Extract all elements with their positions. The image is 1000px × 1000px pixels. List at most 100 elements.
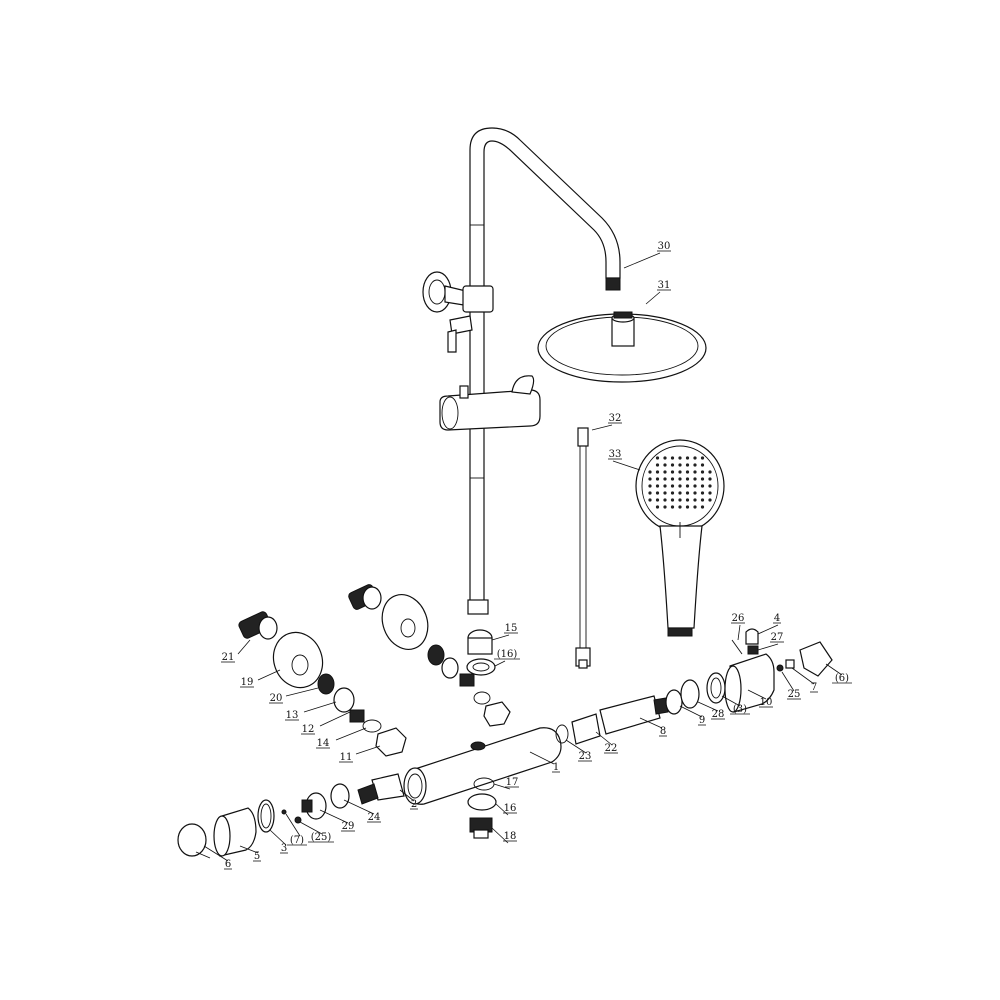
part-label-p10: 10 [760,697,773,708]
leader-line [355,745,381,755]
nozzle-dot [700,456,705,460]
nozzle-dot [693,470,697,474]
part-label-p11: 11 [340,752,353,763]
part-label-p2: 2 [411,799,417,810]
part-label-p25b: (25) [311,832,332,843]
part-label-p29: 29 [342,821,355,832]
nozzle-dot [685,498,690,502]
part-label-p5: 5 [254,851,260,862]
leader-line [257,669,281,681]
nozzle-dot [663,491,667,495]
nozzle-dot [678,477,682,481]
leader-line [319,711,351,727]
leader-line [737,624,741,641]
part-label-p21: 21 [222,652,235,663]
leader-line [595,731,613,746]
part-label-p6: 6 [225,859,231,870]
nozzle-dot [670,491,675,495]
part-label-p24: 24 [368,812,381,823]
part-label-p28: 28 [712,709,725,720]
leader-line [645,291,661,305]
part-label-p19: 19 [241,677,254,688]
part-label-p16: 16 [504,803,517,814]
nozzle-dot [648,491,652,495]
nozzle-dot [678,456,682,460]
nozzle-dot [678,491,682,495]
leader-line [491,827,509,844]
nozzle-dot [663,484,667,488]
part-label-p33: 33 [609,449,622,460]
nozzle-dot [685,477,690,481]
overhead-shower-head [537,311,707,383]
nozzle-dot [648,484,652,488]
part-label-p25: 25 [788,689,801,700]
leader-line [721,695,741,707]
part-label-p26: 26 [732,613,745,624]
nozzle-dot [693,484,697,488]
nozzle-dot [693,463,697,467]
part-labels: 3031323315(16)21192013121411117161822429… [203,241,852,870]
valve-body [403,727,562,805]
nozzle-dot [685,491,690,495]
nozzle-dot [670,470,675,474]
slide-holder [439,375,541,431]
part-label-p30: 30 [658,241,671,252]
nozzle-dot [648,498,652,502]
nozzle-dot [663,470,667,474]
nozzle-dot [700,491,705,495]
leader-line [791,667,815,685]
shower-hose [575,427,591,669]
leader-line [399,789,415,802]
part-label-p18: 18 [504,831,517,842]
part-label-p8: 8 [660,726,666,737]
leader-line [239,845,259,854]
leader-line [343,799,375,815]
leader-line [237,639,251,655]
nozzle-dot [700,470,705,474]
leader-line [565,739,587,754]
leader-line [623,252,661,269]
nozzle-dot [685,470,690,474]
nozzle-dot [700,498,705,502]
leader-line [639,717,663,729]
part-label-p13: 13 [286,710,299,721]
part-label-p4: 4 [774,613,780,624]
leader-line [591,424,613,431]
nozzle-dot [663,498,667,502]
nozzle-dot [708,477,712,481]
leader-line [285,687,319,697]
part-label-p7b: (7) [290,835,304,846]
leader-line [494,660,506,667]
nozzle-dot [663,477,667,481]
part-label-p3: 3 [281,843,287,854]
nozzle-dot [655,470,660,474]
nozzle-dot [655,484,660,488]
part-label-p23: 23 [579,751,592,762]
wall-bracket [422,271,494,353]
nozzle-dot [670,505,675,509]
nozzle-dot [655,463,660,467]
nozzle-dot [693,498,697,502]
part-label-p3b: (3) [733,704,747,715]
leader-line [825,663,843,676]
leader-line [757,624,779,635]
part-label-p7: 7 [811,682,817,693]
part-label-p20: 20 [270,693,283,704]
leader-line [679,705,703,718]
nozzle-dot [685,456,690,460]
nozzle-dot [693,491,697,495]
part-label-p22: 22 [605,743,618,754]
arm-outlet-thread [605,277,621,291]
leader-line [781,671,795,692]
nozzle-dot [700,505,705,509]
leader-line [612,460,641,471]
part-label-p12: 12 [302,724,315,735]
nozzle-dot [685,463,690,467]
nozzle-dot [678,463,682,467]
nozzle-dot [678,498,682,502]
nozzle-dot [670,484,675,488]
nozzle-dot [693,456,697,460]
nozzle-dot [655,491,660,495]
nozzle-dot [670,477,675,481]
